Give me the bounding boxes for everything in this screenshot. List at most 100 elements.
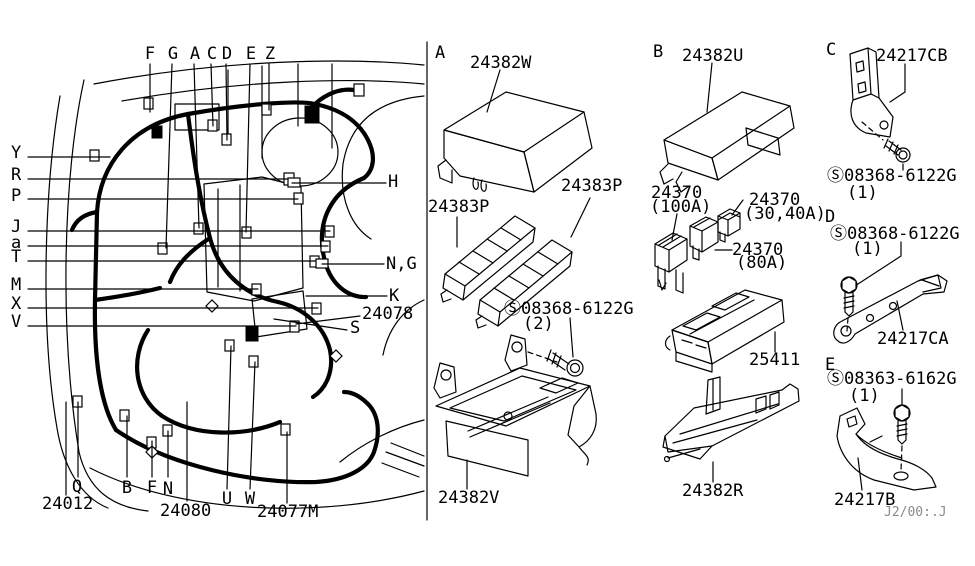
leader-24383p-right	[570, 197, 591, 238]
connector-diamond	[329, 349, 343, 363]
bracket-rails	[672, 403, 779, 444]
bracket-square-hole	[846, 415, 858, 428]
harness-left-stub	[69, 209, 100, 233]
part-label-screw-c: Ⓢ08368-6122G	[827, 166, 957, 186]
strut-tower	[261, 117, 339, 187]
cover-front	[663, 139, 719, 181]
harness-left-trunk	[92, 209, 119, 433]
amp-label-100a: (100A)	[650, 197, 712, 217]
callout-letter-S: S	[350, 318, 361, 338]
screw-head-inner	[898, 150, 908, 160]
body-line-right-low	[339, 419, 425, 463]
harness-top-pigtail	[312, 87, 357, 107]
fuse-legs	[692, 245, 700, 261]
bolt-axis-dashed	[846, 317, 849, 332]
cover-right	[711, 105, 795, 181]
screw-axis-dashed	[527, 351, 558, 363]
callout-letter-M: M	[11, 275, 22, 295]
cowl-line-1	[93, 60, 425, 85]
qty-label-screw-c: (1)	[847, 183, 878, 203]
section-letter-D: D	[825, 207, 836, 227]
windshield-line	[341, 95, 425, 240]
callout-letter-a: a	[11, 233, 22, 253]
bracket-posts	[755, 391, 780, 414]
fuse-box-cover-24382u-drawing	[659, 62, 795, 193]
qty-label-screw-e: (1)	[849, 386, 880, 406]
callout-letter-X: X	[11, 294, 22, 314]
part-label-24382v: 24382V	[438, 488, 500, 508]
section-d-drawings	[833, 241, 948, 344]
callout-letter-P: P	[11, 186, 22, 206]
cover-clip	[472, 177, 487, 192]
part-label-24383p-left: 24383P	[428, 197, 490, 217]
bracket-24217b-drawing	[836, 407, 937, 491]
leader-top-letters	[149, 63, 270, 249]
cover-top	[663, 91, 791, 159]
callout-letter-U: U	[221, 489, 233, 509]
part-label-24078: 24078	[362, 304, 414, 324]
section-e-drawings	[836, 388, 937, 491]
callout-letter-A: A	[189, 44, 201, 64]
connector	[119, 409, 130, 422]
harness-right-drop	[312, 101, 375, 181]
part-label-25411: 25411	[749, 350, 801, 370]
part-label-24382w: 24382W	[470, 53, 532, 73]
section-letter-C: C	[826, 40, 837, 60]
part-label-24217cb: 24217CB	[876, 46, 948, 66]
connector	[143, 97, 154, 110]
part-label-screw-a: Ⓢ08368-6122G	[504, 299, 634, 319]
connector	[157, 242, 168, 255]
bracket-slot	[893, 471, 909, 481]
connector	[353, 83, 365, 97]
bracket-outline	[836, 407, 937, 491]
part-label-24370-80a: 24370	[732, 240, 784, 260]
callout-letter-NG: N,G	[386, 254, 417, 274]
bolt-08368-d-drawing	[840, 241, 902, 332]
callout-letter-V: V	[11, 312, 22, 332]
fuse-top	[654, 232, 688, 251]
connector	[224, 339, 235, 352]
screw-08368-a-drawing	[527, 317, 584, 377]
fuse-top	[689, 216, 719, 232]
base-rim-inner	[449, 375, 577, 422]
leader-right-labels	[273, 182, 388, 331]
connector-diamond	[205, 299, 219, 313]
leader-bottom-labels	[65, 345, 288, 504]
bracket-24217cb-drawing	[849, 47, 906, 138]
car-body-outline	[45, 60, 425, 512]
connector-strip-24383p-left-drawing	[440, 215, 536, 303]
fuse-block-25411-drawing	[664, 289, 785, 373]
bracket-24217ca-drawing	[833, 274, 948, 344]
bracket-fin	[705, 376, 721, 415]
connector	[261, 103, 272, 116]
section-a-drawings	[433, 69, 597, 490]
leader-24217cb	[889, 63, 906, 103]
leader-screw-d	[857, 241, 902, 285]
qty-label-screw-d: (1)	[852, 239, 883, 259]
harness-lower-branch	[275, 299, 334, 400]
callout-letter-F2: F	[146, 478, 158, 498]
part-label-24012: 24012	[42, 494, 94, 514]
fuse-legs	[719, 231, 726, 243]
strip-tab	[440, 289, 452, 303]
harness-top-run	[94, 100, 318, 215]
battery	[251, 290, 308, 338]
leader-24217b	[857, 457, 863, 491]
leader-24382w	[486, 69, 501, 113]
connector	[280, 423, 291, 436]
section-letter-B: B	[653, 42, 664, 62]
strip-cells	[493, 251, 559, 301]
strip-tab	[475, 315, 487, 329]
leader-fuse-3040a	[731, 199, 744, 216]
part-label-24382r: 24382R	[682, 481, 744, 501]
base-ear-1-hole	[511, 341, 523, 353]
bolt-head	[840, 276, 858, 294]
screw-axis-dashed	[861, 121, 884, 141]
bracket-channel	[664, 383, 800, 453]
fusible-link-80a-drawing	[689, 216, 733, 261]
relay-box-base-24382v-drawing	[433, 334, 597, 490]
connector	[89, 149, 100, 162]
callout-letter-J: J	[11, 217, 22, 237]
